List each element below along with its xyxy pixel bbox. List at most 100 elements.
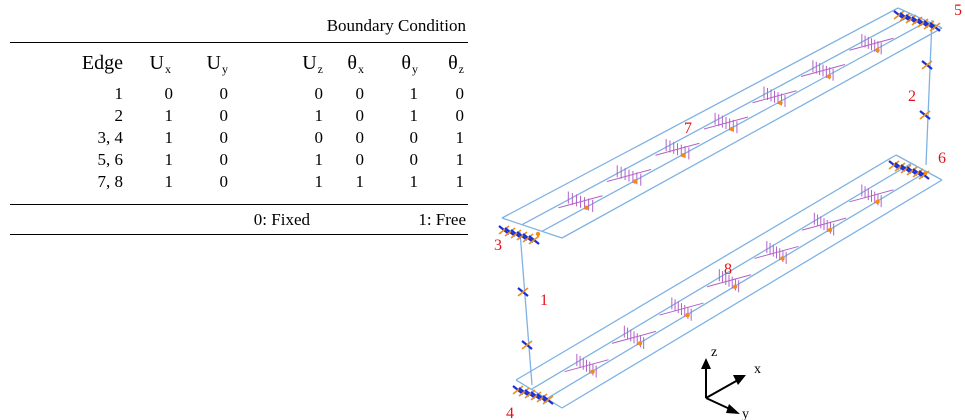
upper-plate-load-bar (800, 64, 846, 77)
upper-plate-long-line (521, 14, 913, 226)
support-edge-1-low-stroke (521, 340, 533, 350)
upper-plate-load-hatch (606, 165, 652, 186)
table-cell: 0 (314, 128, 324, 147)
support-edge-2-low (919, 110, 931, 120)
table-cell: 0 (219, 172, 229, 191)
coordinate-axes: z x y (701, 345, 761, 420)
col-header-uz: Uz (302, 52, 323, 76)
col-header-thz: θz (448, 52, 464, 76)
upper-plate-load-bar (655, 142, 700, 156)
upper-plate-node (535, 231, 541, 237)
edge-label-8: 8 (724, 261, 732, 278)
lower-plate-long-line (515, 154, 897, 381)
support-edge-3 (498, 225, 540, 245)
support-edge-6-stroke (918, 170, 930, 180)
support-edge-5-stroke (905, 14, 917, 24)
table-cell: 0 (455, 106, 465, 125)
table-cell: 1 (314, 106, 324, 125)
table-cell: 0 (409, 150, 419, 169)
lower-plate-load-bar (564, 359, 609, 373)
row-edge-cell: 3, 4 (97, 128, 124, 147)
support-edge-1-mid (517, 287, 529, 297)
table-cell: 0 (455, 84, 465, 103)
support-edge-4-stroke (524, 389, 536, 399)
distributed-loads (558, 34, 894, 378)
lower-plate-long-line (561, 179, 943, 409)
beam-frame-figure: 1 2 3 4 5 6 7 8 z x y (494, 2, 962, 420)
support-edge-6-stroke (912, 168, 924, 178)
lower-plate-node (780, 256, 785, 261)
edge-label-5: 5 (954, 2, 962, 19)
table-cell: 0 (219, 150, 229, 169)
table-cell: 1 (164, 128, 174, 147)
table-cell: 1 (355, 172, 365, 191)
table-cell: 1 (409, 172, 419, 191)
support-edge-3-stroke (516, 231, 528, 241)
table-cell: 1 (164, 150, 174, 169)
table-cell: 1 (409, 106, 419, 125)
support-edge-6-stroke (894, 162, 906, 172)
support-edge-3-stroke (528, 235, 540, 245)
lower-plate-load-bar (659, 302, 704, 316)
edge-label-3: 3 (494, 237, 502, 254)
support-edge-6-stroke (906, 166, 918, 176)
support-edge-5 (893, 10, 941, 32)
upper-plate-node (826, 74, 832, 79)
lower-plate-load-bar (801, 217, 847, 231)
support-edge-4-stroke (530, 391, 542, 401)
lower-plate-load-hatch (611, 325, 657, 350)
upper-plate-node (632, 179, 638, 184)
upper-plate-load-bar (752, 90, 797, 104)
header-rule (10, 42, 468, 43)
edge-label-4: 4 (506, 405, 514, 420)
support-edge-5-stroke (899, 12, 911, 22)
group-header: Boundary Condition (326, 16, 466, 35)
row-edge-cell: 1 (114, 84, 124, 103)
legend-free: 1: Free (418, 210, 466, 229)
support-edge-3-stroke (504, 227, 516, 237)
table-cell: 0 (355, 84, 365, 103)
upper-plate-node (584, 205, 589, 210)
axis-label-x: x (754, 362, 761, 377)
upper-plate-end-left (501, 217, 563, 239)
col-header-thy: θy (401, 52, 418, 76)
support-edge-6 (888, 160, 930, 180)
support-edge-5-stroke (929, 22, 941, 32)
support-edge-3-stroke (510, 229, 522, 239)
support-edge-1-low (521, 340, 533, 350)
legend-fixed: 0: Fixed (253, 210, 310, 229)
support-edge-5-stroke (917, 18, 929, 28)
lower-plate-load-hatch (801, 212, 847, 236)
lower-plate-end-right (895, 154, 943, 181)
support-edge-5-stroke (911, 16, 923, 26)
support-edge-5-stroke (923, 20, 935, 30)
table-cell: 1 (314, 150, 324, 169)
support-symbols (498, 10, 941, 405)
table-cell: 0 (219, 128, 229, 147)
table-cell: 0 (355, 128, 365, 147)
bottom-rule (10, 234, 468, 235)
table-cell: 0 (314, 84, 324, 103)
support-edge-5-stroke (893, 10, 905, 20)
col-header-ux: Ux (149, 52, 171, 76)
axis-label-y: y (742, 407, 749, 420)
upper-plate-node (729, 126, 735, 132)
upper-plate-load-bar (558, 195, 603, 209)
table-cell: 1 (164, 106, 174, 125)
lower-plate-node (590, 369, 595, 374)
support-edge-3-stroke (498, 225, 510, 235)
col-header-edge: Edge (81, 52, 123, 74)
table-cell: 0 (409, 128, 419, 147)
row-edge-cell: 2 (114, 106, 124, 125)
lower-plate-load-bar (754, 245, 799, 259)
table-cell: 0 (219, 84, 229, 103)
support-edge-2-mid (921, 60, 933, 70)
table-cell: 0 (219, 106, 229, 125)
lower-plate-long-line (546, 171, 927, 400)
table-cell: 0 (164, 84, 174, 103)
support-edge-2-low-stroke (919, 110, 931, 120)
axis-label-z: z (711, 345, 717, 360)
lower-plate-load-hatch (659, 297, 704, 321)
lower-plate-load-hatch (849, 184, 894, 208)
row-edge-cell: 7, 8 (97, 172, 124, 191)
